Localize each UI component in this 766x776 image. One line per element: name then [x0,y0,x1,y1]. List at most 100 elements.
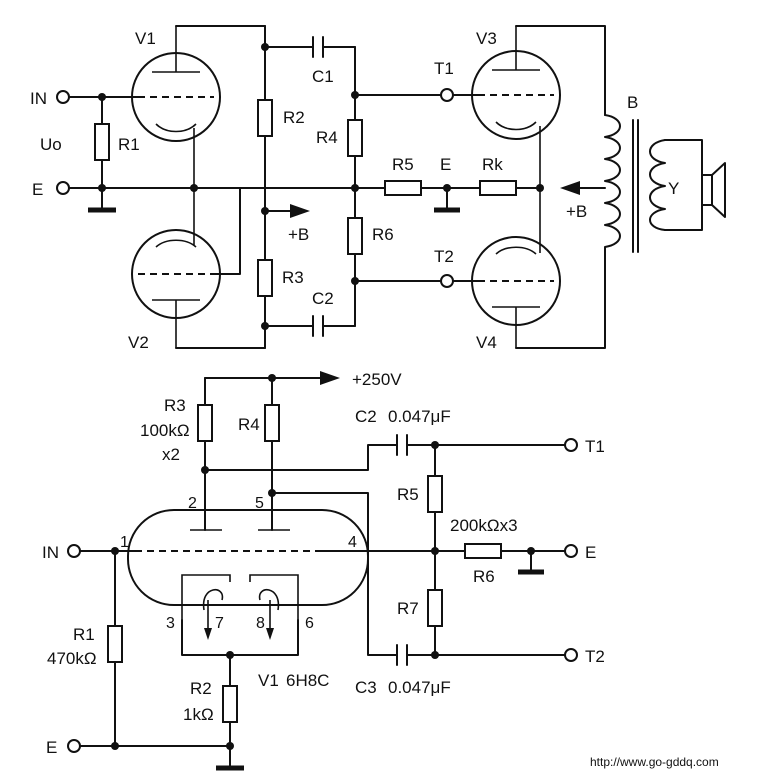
tube-v2-label: V2 [128,333,149,352]
bottom-supply-label: +250V [352,370,402,389]
top-r4-resistor [347,119,363,157]
top-v4-plate-wire [515,257,606,349]
bottom-tube-type: 6H8C [286,671,329,690]
top-c2-capacitor [312,315,324,337]
bottom-r1-resistor [107,625,123,663]
top-t1-terminal[interactable] [440,88,454,102]
top-t2-label: T2 [434,247,454,266]
tube-v4-label: V4 [476,333,497,352]
bottom-c3-value: 0.047μF [388,678,451,697]
tube-v1: V1 [131,26,221,188]
bottom-r3-resistor [197,404,213,442]
bottom-in-label: IN [42,543,59,562]
transformer-secondary [649,139,666,231]
top-r1-resistor [94,123,110,161]
tube-v1-label: V1 [135,29,156,48]
bottom-e-terminal[interactable] [67,739,81,753]
top-r5-resistor [384,180,422,196]
bottom-r4-label: R4 [238,415,260,434]
bottom-r4-resistor [264,404,280,442]
top-r2-label: R2 [283,108,305,127]
bottom-r3-value: 100kΩ [140,421,190,440]
tube-v2: V2 [128,188,221,352]
speaker-wire [664,139,703,231]
top-uo-label: Uo [40,135,62,154]
top-r2-resistor [257,99,273,137]
bottom-c3-capacitor [396,644,408,666]
bottom-r7-resistor [427,589,443,627]
top-r1-label: R1 [118,135,140,154]
top-c1-label: C1 [312,67,334,86]
top-e-mid-label: E [440,155,451,174]
bottom-e-out-label: E [585,543,596,562]
bottom-r1-value: 470kΩ [47,649,97,668]
top-rk-label: Rk [482,155,503,174]
top-rk-resistor [479,180,517,196]
top-circuit: IN E Uo R1 V1 V2 [30,25,726,352]
bottom-r3-mult: x2 [162,445,180,464]
tube-6h8c [127,509,369,656]
top-v2-grid-wire [213,187,241,275]
pin-8-label: 8 [256,615,265,632]
pin-4-label: 4 [348,534,357,551]
bottom-node [111,742,119,750]
bottom-r1-label: R1 [73,625,95,644]
pin-3-label: 3 [166,615,175,632]
bottom-t1-label: T1 [585,437,605,456]
speaker-magnet [701,174,713,206]
top-in-label: IN [30,89,47,108]
bottom-r2-value: 1kΩ [183,705,214,724]
tube-v3: V3 [471,26,561,188]
speaker-label: Y [668,179,679,198]
transformer-label: B [627,93,638,112]
pin-1-label: 1 [120,534,129,551]
bottom-r7-label: R7 [397,599,419,618]
bottom-c2-label: C2 [355,407,377,426]
bottom-r5-label: R5 [397,485,419,504]
bottom-in-terminal[interactable] [67,544,81,558]
bottom-r5-resistor [427,475,443,513]
bottom-r3-label: R3 [164,396,186,415]
top-r5-label: R5 [392,155,414,174]
top-t1-label: T1 [434,59,454,78]
tube-v4: V4 [471,188,561,352]
top-plus-b-right-arrow [560,181,580,195]
bottom-t1-terminal[interactable] [564,438,578,452]
pin-7-label: 7 [215,615,224,632]
top-in-terminal[interactable] [56,90,70,104]
bottom-supply-arrow [320,371,340,385]
top-t2-terminal[interactable] [440,274,454,288]
bottom-e-out-terminal[interactable] [564,544,578,558]
top-r3-resistor [257,259,273,297]
bottom-r56-value: 200kΩx3 [450,516,518,535]
footer-url: http://www.go-gddq.com [590,755,719,769]
bottom-r6-resistor [464,543,502,559]
speaker-cone [711,162,726,218]
bottom-r6-label: R6 [473,567,495,586]
bottom-c3-label: C3 [355,678,377,697]
top-e-label: E [32,180,43,199]
bottom-c2-value: 0.047μF [388,407,451,426]
top-e-terminal[interactable] [56,181,70,195]
pin-5-label: 5 [255,495,264,512]
bottom-r2-resistor [222,685,238,723]
top-v3-plate-wire [515,25,606,116]
bottom-circuit: +250V R3 100kΩ x2 R4 C2 0.047μF T1 C3 0.… [42,370,605,771]
bottom-r2-label: R2 [190,679,212,698]
pin-2-label: 2 [188,495,197,512]
top-plus-b-right: +B [566,202,587,221]
top-r3-label: R3 [282,268,304,287]
transformer-primary [604,114,621,259]
top-plus-b-arrow [290,204,310,218]
top-r6-resistor [347,217,363,255]
transformer-core [632,119,639,253]
top-r4-label: R4 [316,128,338,147]
top-c1-capacitor [312,36,324,58]
bottom-t2-terminal[interactable] [564,648,578,662]
bottom-c2-wire [204,444,566,471]
tube-v3-label: V3 [476,29,497,48]
pin-6-label: 6 [305,615,314,632]
bottom-tube-name: V1 [258,671,279,690]
top-plus-b-left: +B [288,225,309,244]
